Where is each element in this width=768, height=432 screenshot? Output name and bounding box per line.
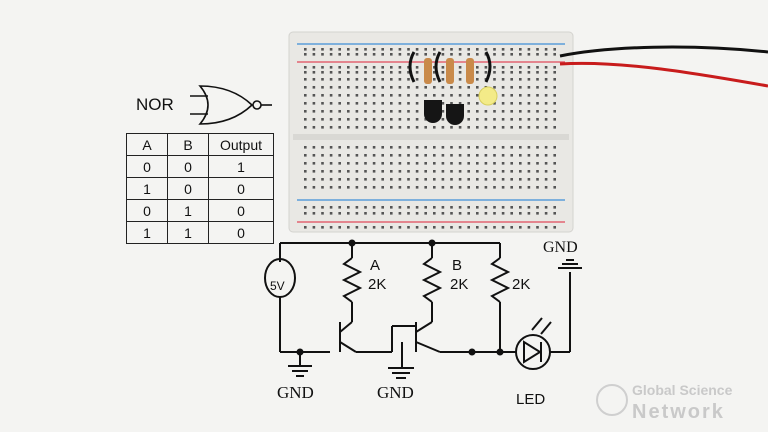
resistor-2 bbox=[446, 58, 454, 84]
resistor-a-name: A bbox=[370, 257, 380, 274]
resistor-1 bbox=[424, 58, 432, 84]
resistor-b-value: 2K bbox=[450, 276, 468, 293]
cell: 0 bbox=[126, 199, 168, 222]
table-row: 0 1 0 bbox=[126, 199, 274, 222]
truth-table: A B Output 0 0 1 1 0 0 0 1 0 1 1 0 bbox=[126, 133, 274, 244]
cell: 1 bbox=[126, 221, 168, 244]
junction-dots bbox=[296, 239, 504, 356]
watermark-line2: Network bbox=[632, 401, 725, 423]
cell: 0 bbox=[126, 155, 168, 178]
cell: 0 bbox=[167, 177, 209, 200]
table-row: 1 1 0 bbox=[126, 221, 274, 244]
cell: 0 bbox=[208, 199, 274, 222]
header-a: A bbox=[126, 133, 168, 156]
resistor-b-name: B bbox=[452, 257, 462, 274]
truth-table-header: A B Output bbox=[126, 133, 274, 156]
resistor-a-value: 2K bbox=[368, 276, 386, 293]
resistor-3 bbox=[466, 58, 474, 84]
nor-gate-symbol bbox=[190, 85, 272, 125]
cell: 1 bbox=[167, 199, 209, 222]
gnd-label-middle: GND bbox=[377, 383, 414, 402]
breadboard-components bbox=[408, 51, 498, 125]
header-output: Output bbox=[208, 133, 274, 156]
cell: 1 bbox=[167, 221, 209, 244]
circuit-schematic bbox=[264, 242, 582, 379]
watermark-line1: Global Science bbox=[632, 382, 733, 398]
table-row: 0 0 1 bbox=[126, 155, 274, 178]
cell: 1 bbox=[126, 177, 168, 200]
cell: 1 bbox=[208, 155, 274, 178]
led-symbol bbox=[515, 334, 551, 370]
cell: 0 bbox=[167, 155, 209, 178]
cell: 0 bbox=[208, 221, 274, 244]
breadboard-led bbox=[478, 86, 498, 106]
gate-label: NOR bbox=[136, 95, 174, 114]
resistor-out-symbol bbox=[489, 257, 511, 303]
watermark: Global Science Network bbox=[596, 382, 733, 423]
power-wire-black bbox=[559, 45, 768, 58]
resistor-a-symbol bbox=[341, 257, 363, 303]
breadboard bbox=[288, 31, 574, 233]
gnd-label-right: GND bbox=[543, 239, 578, 256]
gnd-label-left: GND bbox=[277, 383, 314, 402]
brain-logo-icon bbox=[596, 384, 628, 416]
table-row: 1 0 0 bbox=[126, 177, 274, 200]
header-b: B bbox=[167, 133, 209, 156]
resistor-b-symbol bbox=[421, 257, 443, 303]
power-wire-red bbox=[559, 61, 768, 88]
cell: 0 bbox=[208, 177, 274, 200]
led-label: LED bbox=[516, 391, 545, 408]
resistor-out-value: 2K bbox=[512, 276, 530, 293]
supply-label: 5V bbox=[270, 279, 285, 293]
